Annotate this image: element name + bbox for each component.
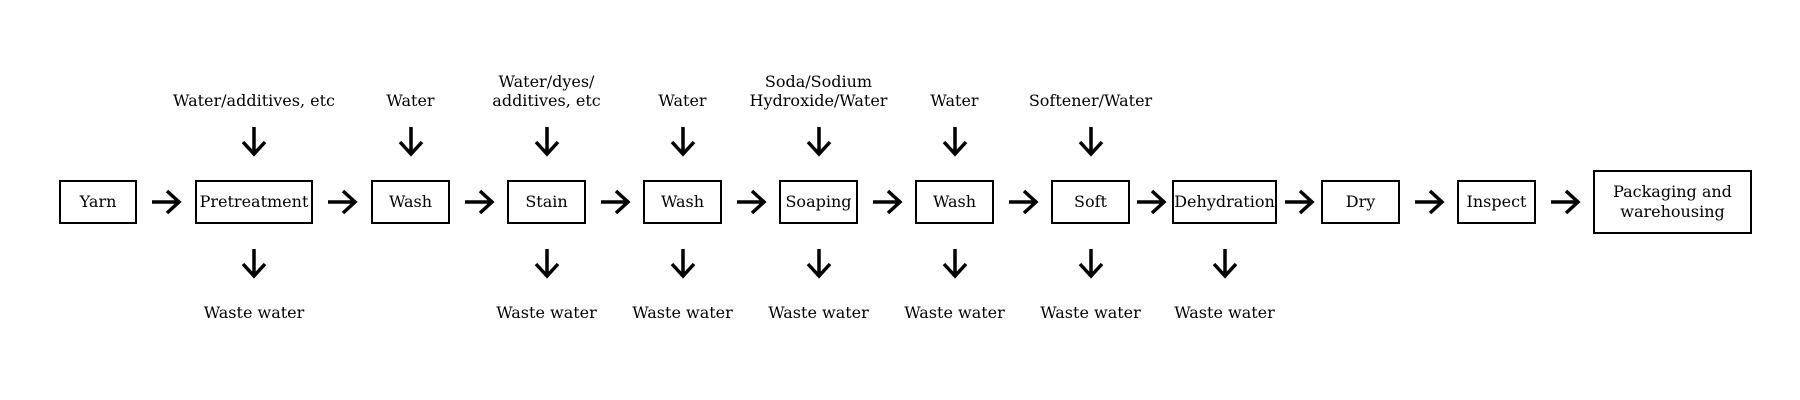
step-label: Inspect: [1466, 192, 1527, 211]
input-arrow-pretreatment: [241, 127, 267, 157]
flow-arrow-wash-2-to-soaping: [736, 189, 767, 215]
step-label: Wash: [388, 192, 433, 211]
output-label-wash-3: Waste water: [904, 303, 1005, 322]
flow-arrow-stain-to-wash-2-path: [600, 189, 631, 215]
input-label-text: Soda/Sodium Hydroxide/Water: [749, 72, 888, 110]
output-label-soaping: Waste water: [768, 303, 869, 322]
output-arrow-stain-path: [534, 249, 559, 279]
step-box-pretreatment: Pretreatment: [195, 180, 313, 224]
input-label-text: Softener/Water: [1028, 91, 1153, 110]
step-label: Yarn: [79, 192, 117, 211]
flow-arrow-yarn-to-pretreatment: [152, 189, 182, 215]
input-label-pretreatment: Water/additives, etc: [154, 62, 354, 110]
output-arrow-soaping: [806, 249, 831, 279]
input-arrow-soaping-path: [806, 127, 831, 157]
flow-arrow-soaping-to-wash-3-path: [872, 189, 903, 215]
step-label: Soaping: [785, 192, 852, 211]
input-arrow-wash-3: [942, 127, 967, 157]
output-arrow-wash-3: [942, 249, 967, 279]
output-arrow-soft-path: [1078, 249, 1103, 279]
flow-arrow-inspect-to-packaging-path: [1550, 189, 1581, 215]
step-label: Soft: [1074, 192, 1107, 211]
flow-arrow-soft-to-dehydration-path: [1137, 189, 1167, 215]
step-box-stain: Stain: [507, 180, 586, 224]
flow-arrow-wash-3-to-soft: [1008, 189, 1039, 215]
input-label-soaping: Soda/Sodium Hydroxide/Water: [719, 62, 919, 110]
step-label: Wash: [660, 192, 705, 211]
output-arrow-wash-3-path: [942, 249, 967, 279]
output-arrow-dehydration-path: [1212, 249, 1237, 279]
output-label-dehydration: Waste water: [1174, 303, 1275, 322]
flow-arrow-wash-3-to-soft-path: [1008, 189, 1039, 215]
input-label-stain: Water/dyes/ additives, etc: [447, 62, 647, 110]
flow-arrow-soaping-to-wash-3: [872, 189, 903, 215]
step-box-wash-3: Wash: [915, 180, 994, 224]
input-arrow-stain: [534, 127, 559, 157]
input-arrow-stain-path: [534, 127, 559, 157]
step-box-dry: Dry: [1321, 180, 1400, 224]
output-arrow-soft: [1078, 249, 1103, 279]
output-arrow-soaping-path: [806, 249, 831, 279]
step-label: Packaging and warehousing: [1613, 182, 1732, 221]
input-label-wash-1: Water: [311, 62, 511, 110]
output-arrow-wash-2-path: [670, 249, 695, 279]
step-box-yarn: Yarn: [59, 180, 137, 224]
flow-arrow-pretreatment-to-wash-1: [328, 189, 358, 215]
step-box-wash-1: Wash: [371, 180, 450, 224]
step-box-inspect: Inspect: [1457, 180, 1536, 224]
step-box-soft: Soft: [1051, 180, 1130, 224]
step-label: Dehydration: [1174, 192, 1275, 211]
output-arrow-stain: [534, 249, 559, 279]
output-label-pretreatment: Waste water: [203, 303, 305, 322]
input-arrow-wash-3-path: [942, 127, 967, 157]
input-arrow-wash-2: [670, 127, 695, 157]
input-label-text: Water: [658, 91, 707, 110]
flow-arrow-dry-to-inspect-path: [1414, 189, 1445, 215]
step-label: Pretreatment: [199, 192, 309, 211]
flow-arrow-dehydration-to-dry-path: [1285, 189, 1315, 215]
step-label: Dry: [1345, 192, 1376, 211]
flow-arrow-wash-1-to-stain-path: [464, 189, 495, 215]
input-label-text: Water/additives, etc: [173, 91, 335, 110]
output-arrow-dehydration: [1212, 249, 1237, 279]
step-label: Stain: [525, 192, 568, 211]
output-arrow-pretreatment: [241, 249, 267, 279]
flow-arrow-wash-2-to-soaping-path: [736, 189, 767, 215]
step-box-packaging: Packaging and warehousing: [1593, 170, 1752, 234]
output-label-wash-2: Waste water: [632, 303, 733, 322]
flow-arrow-inspect-to-packaging: [1550, 189, 1581, 215]
input-arrow-pretreatment-path: [241, 127, 267, 157]
step-label: Wash: [932, 192, 977, 211]
input-arrow-wash-1-path: [398, 127, 423, 157]
input-arrow-soft-path: [1078, 127, 1103, 157]
input-label-text: Water: [386, 91, 435, 110]
flow-arrow-soft-to-dehydration: [1137, 189, 1167, 215]
input-arrow-wash-1: [398, 127, 423, 157]
step-box-soaping: Soaping: [779, 180, 858, 224]
output-arrow-pretreatment-path: [241, 249, 267, 279]
input-arrow-soft: [1078, 127, 1103, 157]
input-label-text: Water: [930, 91, 979, 110]
output-label-soft: Waste water: [1040, 303, 1141, 322]
flow-arrow-pretreatment-to-wash-1-path: [328, 189, 358, 215]
flow-arrow-dehydration-to-dry: [1285, 189, 1315, 215]
input-label-wash-2: Water: [583, 62, 783, 110]
step-box-wash-2: Wash: [643, 180, 722, 224]
input-label-text: Water/dyes/ additives, etc: [492, 72, 601, 110]
flow-arrow-yarn-to-pretreatment-path: [152, 189, 182, 215]
output-arrow-wash-2: [670, 249, 695, 279]
input-label-wash-3: Water: [855, 62, 1055, 110]
flow-arrow-dry-to-inspect: [1414, 189, 1445, 215]
input-arrow-soaping: [806, 127, 831, 157]
flow-arrow-wash-1-to-stain: [464, 189, 495, 215]
output-label-stain: Waste water: [496, 303, 597, 322]
flow-arrow-stain-to-wash-2: [600, 189, 631, 215]
input-label-soft: Softener/Water: [991, 62, 1191, 110]
step-box-dehydration: Dehydration: [1172, 180, 1277, 224]
input-arrow-wash-2-path: [670, 127, 695, 157]
